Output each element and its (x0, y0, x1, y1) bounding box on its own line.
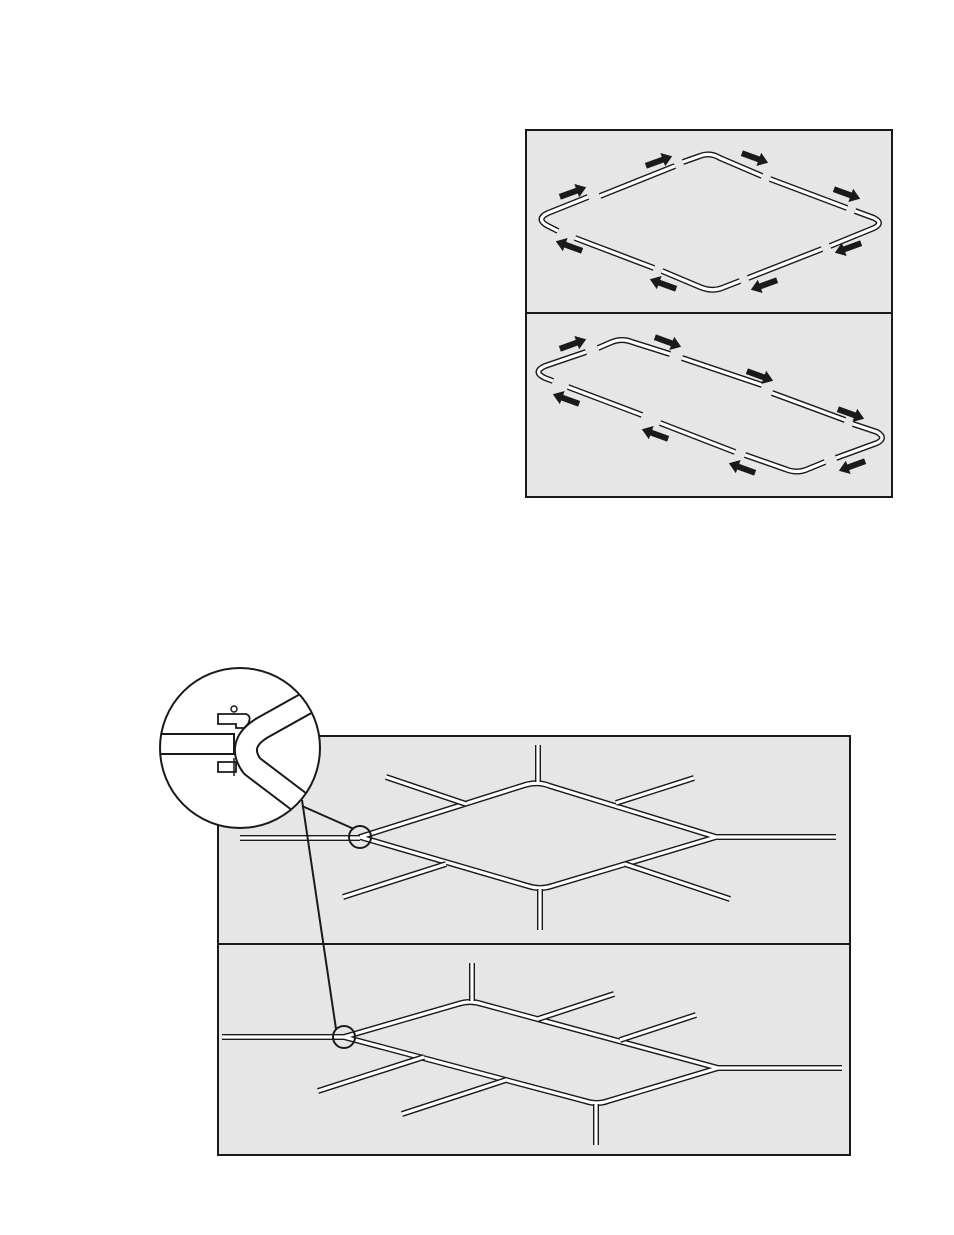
panel-rectangle-assembled (218, 944, 850, 1155)
panel-rectangle-exploded (526, 313, 892, 497)
panel-square-exploded (526, 130, 892, 313)
